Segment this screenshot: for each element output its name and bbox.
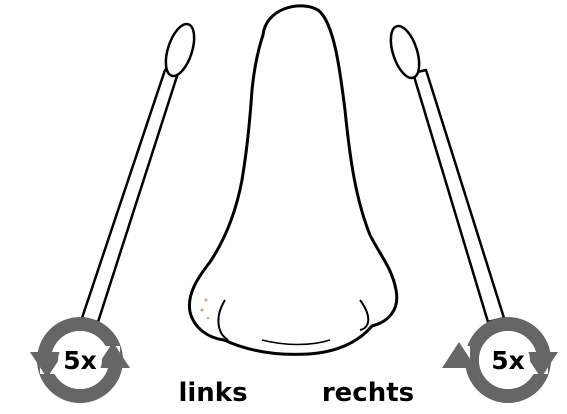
left-repeat-count: 5x [63,346,97,375]
nose-outline [189,6,396,355]
right-side-label: rechts [322,378,414,408]
left-side-label: links [178,378,247,408]
left-swab-icon [82,21,200,322]
right-swab-icon [385,23,504,322]
right-repeat-count: 5x [491,346,525,375]
